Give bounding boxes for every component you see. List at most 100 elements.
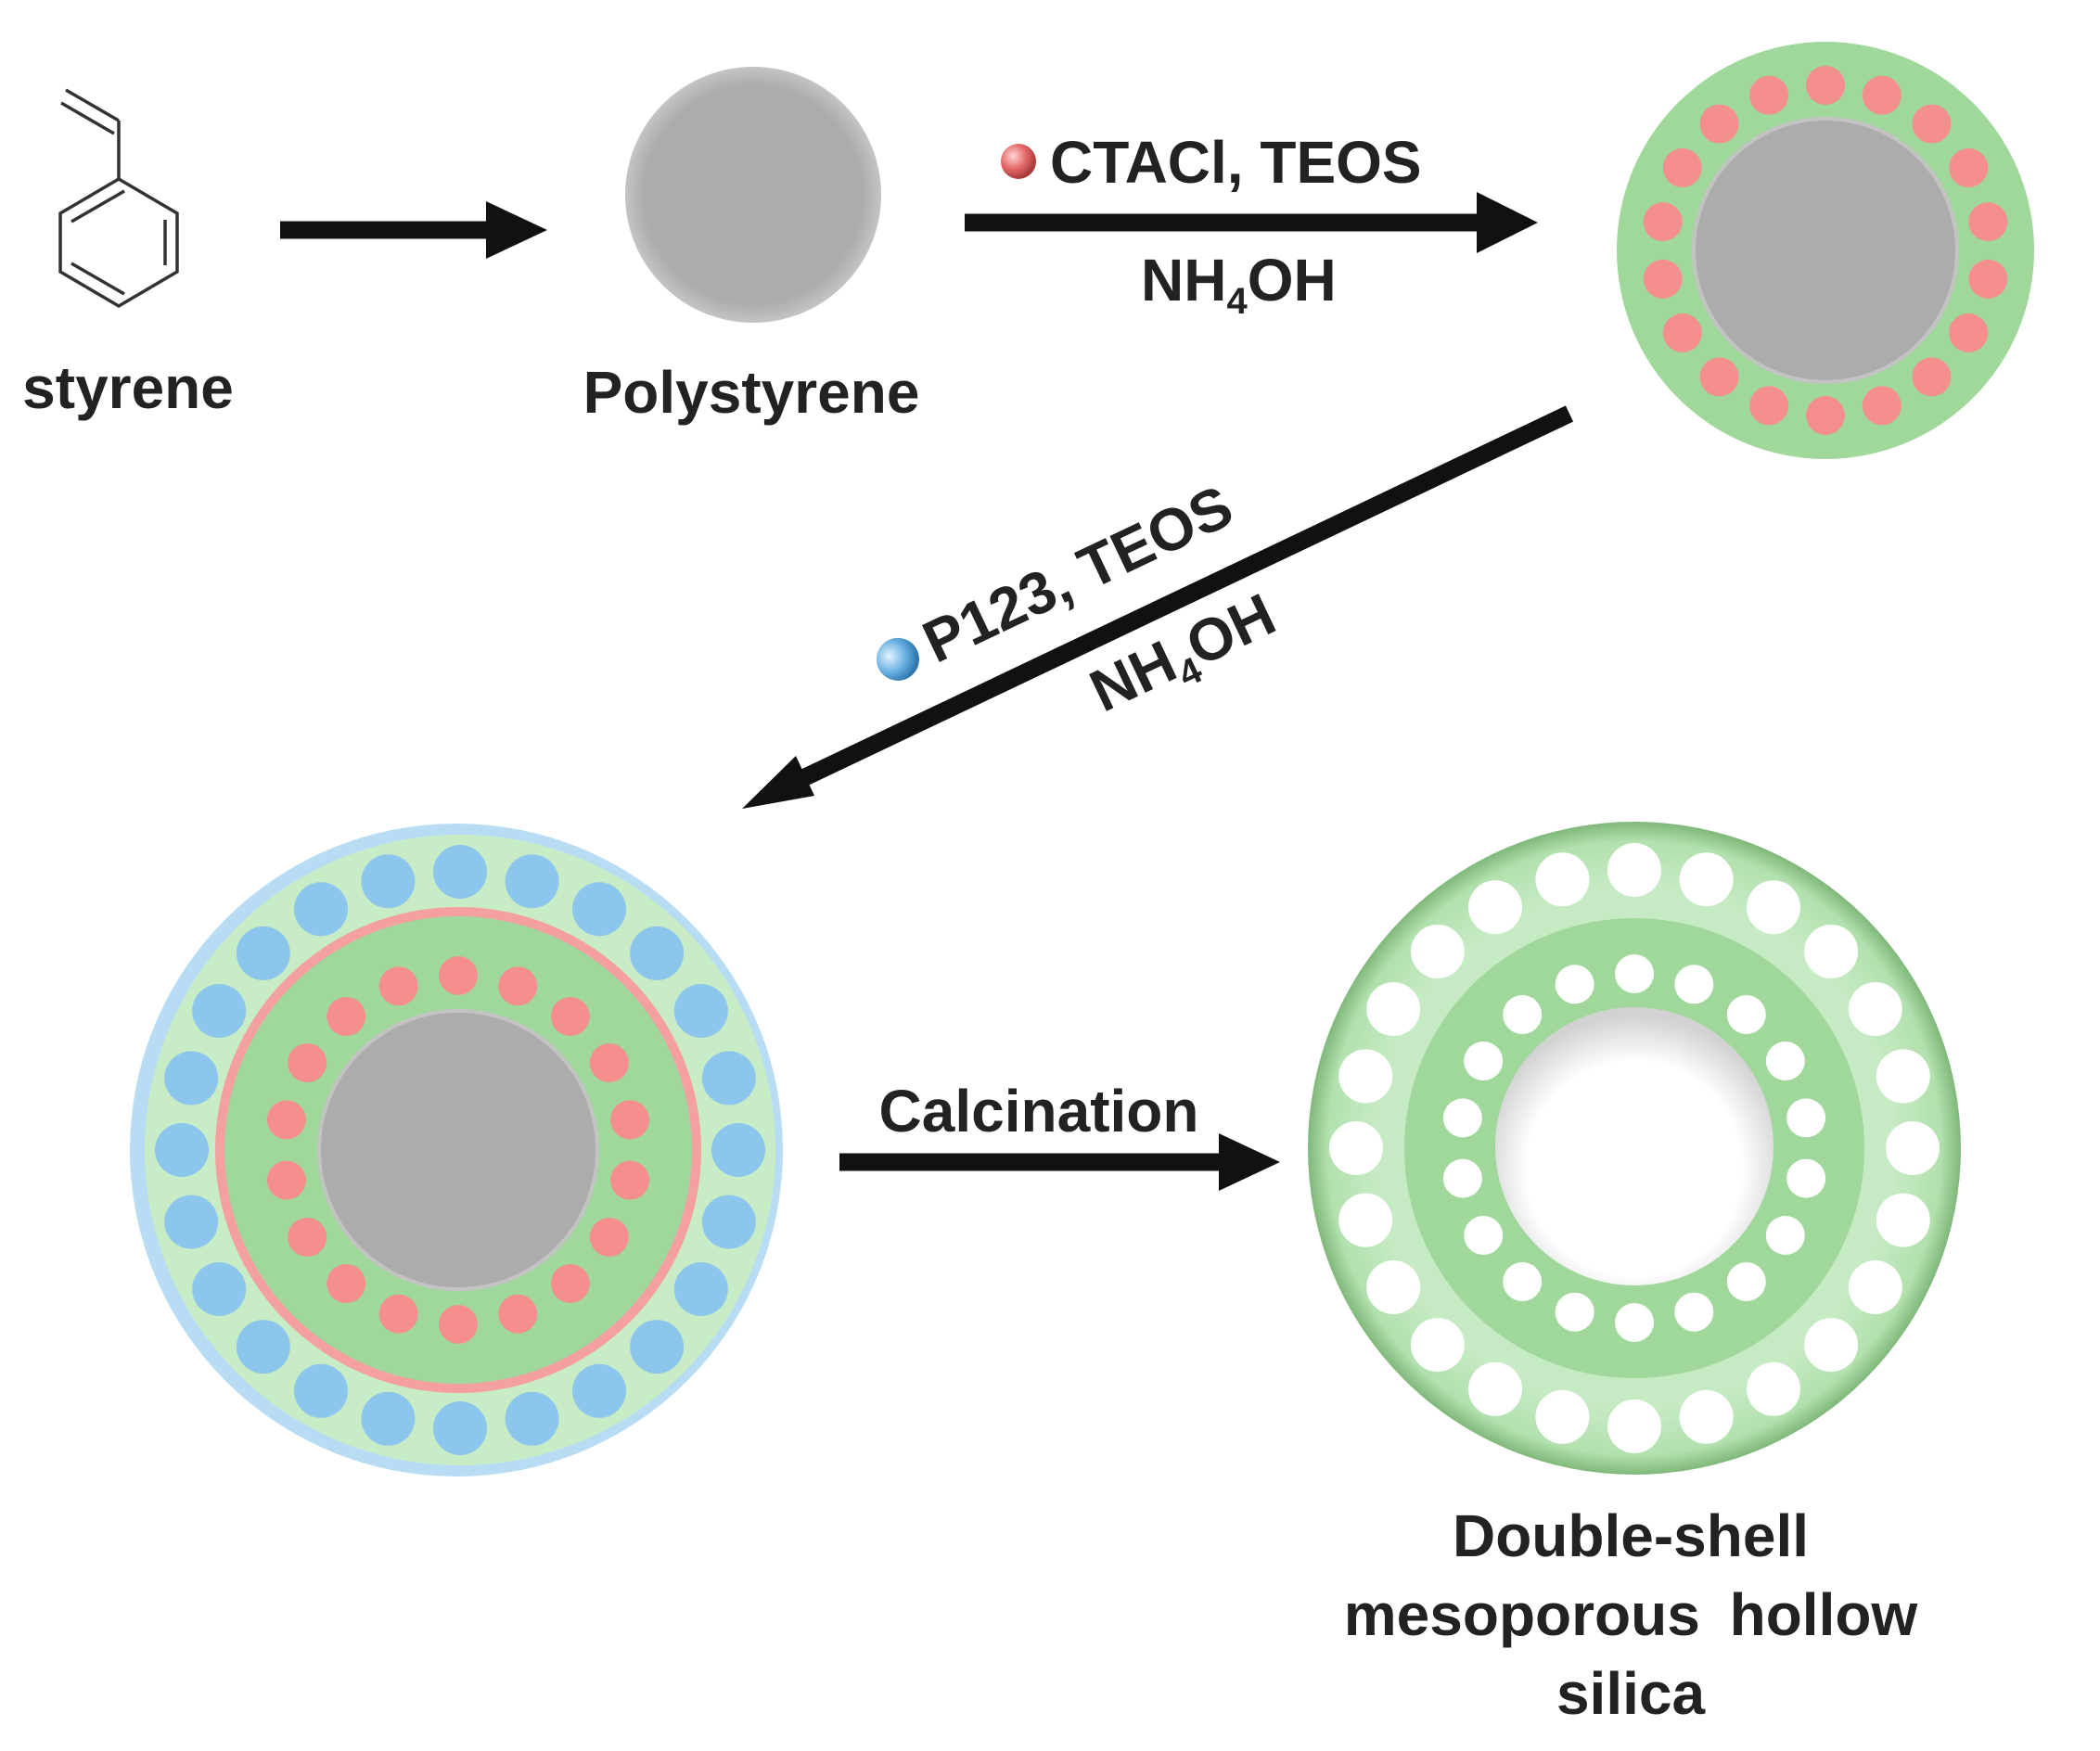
- mesopore: [1464, 1042, 1504, 1080]
- step1-base-label: NH4OH: [1141, 247, 1337, 322]
- ctacl-micelle: [439, 956, 478, 995]
- p123-micelle: [701, 1051, 756, 1106]
- ctacl-micelle: [1643, 259, 1683, 299]
- mesopore: [1329, 1121, 1383, 1175]
- calcination-label: Calcination: [879, 1078, 1199, 1144]
- ctacl-micelle: [439, 1305, 478, 1344]
- p123-micelle: [572, 1363, 626, 1418]
- ctacl-micelle: [498, 1294, 538, 1334]
- mesopore: [1410, 1318, 1465, 1373]
- product-label-line1: Double-shell: [1453, 1502, 1809, 1569]
- arrow-step2: [742, 405, 1574, 809]
- p123-micelle: [630, 1320, 685, 1374]
- mesopore: [1804, 1318, 1859, 1373]
- mesopore: [1747, 880, 1800, 935]
- ctacl-micelle: [1912, 104, 1952, 144]
- ctacl-micelle: [1699, 104, 1739, 144]
- ctacl-micelle: [266, 1100, 306, 1140]
- p123-micelle: [155, 1123, 209, 1177]
- mesopore: [1804, 924, 1859, 978]
- ctacl-micelle: [1749, 75, 1789, 115]
- mesopore: [1555, 965, 1594, 1004]
- p123-micelle: [433, 1401, 487, 1455]
- mesopore: [1786, 1098, 1826, 1138]
- p123-micelle: [294, 882, 348, 937]
- mesopore: [1674, 965, 1714, 1004]
- mesopore: [1366, 1260, 1421, 1314]
- p123-micelle: [711, 1123, 765, 1177]
- mesopore: [1607, 1400, 1661, 1453]
- mesopore: [1765, 1042, 1805, 1080]
- outer-shell-pores: [1329, 843, 1940, 1453]
- p123-micelle: [505, 854, 559, 909]
- p123-micelle: [630, 926, 685, 980]
- ctacl-micelle: [327, 997, 366, 1036]
- ctacl-micelle: [1806, 396, 1845, 435]
- styrene-structure: [58, 88, 179, 309]
- ctacl-micelle: [1949, 148, 1989, 187]
- mesopore: [1615, 1303, 1654, 1342]
- ctacl-micelle: [288, 1218, 327, 1257]
- mesopore: [1679, 852, 1734, 907]
- mesopore: [1876, 1193, 1930, 1247]
- mesopore: [1464, 1216, 1504, 1255]
- double-shell-templated-particle: [130, 824, 783, 1476]
- ctacl-micelle: [1749, 386, 1789, 426]
- arrow-calcination: [839, 1133, 1280, 1191]
- ctacl-micelle: [1806, 66, 1845, 105]
- p123-micelle: [236, 926, 290, 980]
- mesopore: [1410, 924, 1465, 978]
- mesopore: [1674, 1292, 1714, 1332]
- ctacl-micelle: [288, 1043, 327, 1082]
- p123-micelle: [192, 1262, 247, 1316]
- mesopore: [1607, 843, 1661, 897]
- mesopore: [1726, 995, 1766, 1034]
- mesopore: [1615, 954, 1654, 993]
- ctacl-micelles-inner: [266, 956, 650, 1344]
- p123-micelle: [236, 1320, 290, 1374]
- ctacl-micelle: [1949, 313, 1989, 352]
- ctacl-micelle: [498, 966, 538, 1006]
- mesopore: [1726, 1262, 1766, 1301]
- p123-micelle: [192, 984, 247, 1038]
- ps-mesoporous-silica-shell-particle: [1617, 42, 2034, 459]
- p123-micelle: [164, 1051, 219, 1106]
- p123-micelle: [294, 1363, 348, 1418]
- product-label-line3: silica: [1556, 1660, 1706, 1727]
- mesopore: [1503, 995, 1543, 1034]
- p123-bead-icon: [876, 637, 919, 681]
- mesopore: [1555, 1292, 1594, 1332]
- p123-micelle: [701, 1195, 756, 1249]
- p123-micelle: [505, 1391, 559, 1446]
- p123-micelle: [673, 984, 728, 1038]
- p123-micelle: [361, 1391, 416, 1446]
- mesopore: [1366, 982, 1421, 1036]
- product-label-line2: mesoporous hollow: [1344, 1581, 1918, 1648]
- mesopore: [1876, 1049, 1930, 1104]
- double-shell-hollow-silica-particle: [1308, 822, 1961, 1475]
- mesopore: [1338, 1049, 1393, 1104]
- mesopore: [1468, 1361, 1522, 1416]
- ctacl-micelle: [1912, 357, 1952, 397]
- arrow-step1: [965, 192, 1538, 253]
- mesopore: [1338, 1193, 1393, 1247]
- ctacl-micelle: [1662, 148, 1702, 187]
- inner-shell-pores: [1442, 954, 1826, 1342]
- p123-micelle: [572, 882, 626, 937]
- ctacl-micelle: [378, 1294, 418, 1334]
- hollow-core: [1495, 1007, 1773, 1285]
- p123-micelle: [433, 845, 487, 899]
- ctacl-micelle: [589, 1043, 629, 1082]
- polystyrene-label: Polystyrene: [583, 359, 920, 426]
- p123-micelle: [361, 854, 416, 909]
- ctacl-micelle: [1699, 357, 1739, 397]
- styrene-label: styrene: [22, 354, 234, 421]
- ctacl-micelle: [589, 1218, 629, 1257]
- mesopore: [1535, 852, 1590, 907]
- mesopore: [1786, 1158, 1826, 1198]
- ctacl-micelle: [1968, 259, 2008, 299]
- mesopore: [1468, 880, 1522, 935]
- p123-micelle: [164, 1195, 219, 1249]
- mesopore: [1442, 1158, 1482, 1198]
